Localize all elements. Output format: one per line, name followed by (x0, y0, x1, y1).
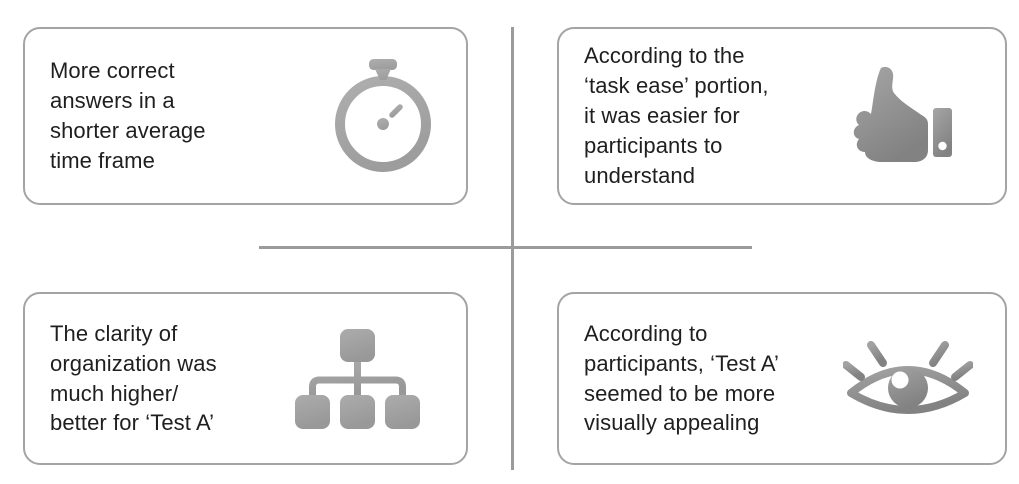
card-visual-appeal: According to participants, ‘Test A’ seem… (557, 292, 1007, 465)
card-text-task-ease: According to the ‘task ease’ portion, it… (584, 43, 769, 188)
org-chart-icon (295, 328, 420, 429)
eye-icon (843, 331, 973, 427)
card-text-visual-appeal: According to participants, ‘Test A’ seem… (584, 320, 779, 436)
thumbs-up-icon (848, 66, 953, 166)
card-clarity-organization: The clarity of organization was much hig… (23, 292, 468, 465)
stopwatch-icon (288, 59, 438, 173)
card-text-faster-answers: More correct answers in a shorter averag… (50, 58, 206, 173)
card-text-clarity: The clarity of organization was much hig… (50, 320, 217, 436)
card-faster-answers: More correct answers in a shorter averag… (23, 27, 468, 205)
card-task-ease: According to the ‘task ease’ portion, it… (557, 27, 1007, 205)
horizontal-divider (259, 246, 752, 249)
